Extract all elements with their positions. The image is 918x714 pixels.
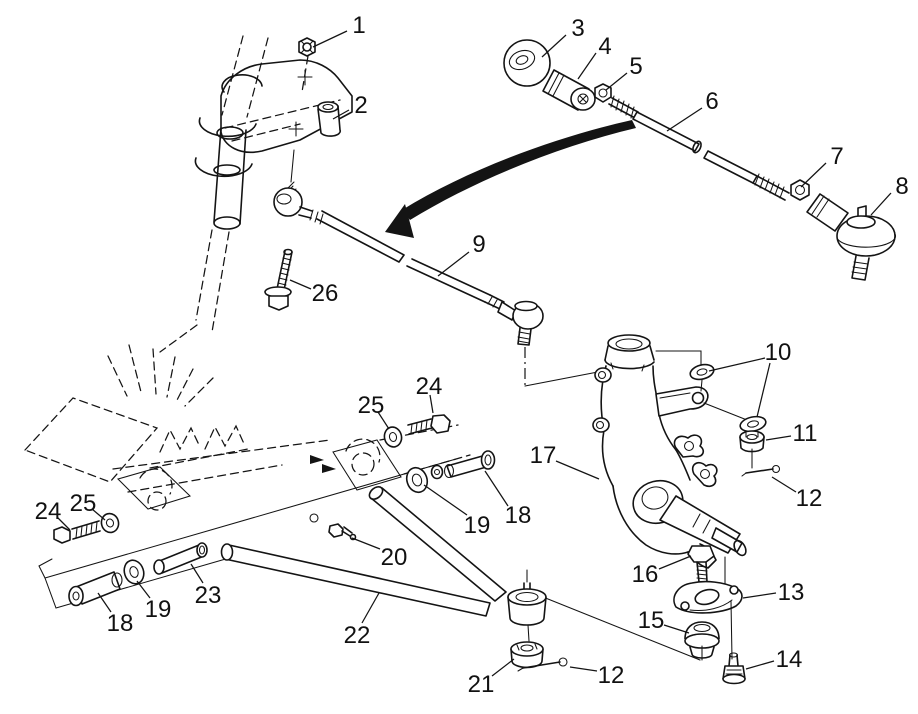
callout-label-18-23: 18 (107, 610, 134, 637)
callout-label-11-11: 11 (793, 420, 818, 447)
flange-nut-1 (298, 37, 316, 57)
leader-line-20 (351, 537, 381, 550)
callout-label-7-6: 7 (830, 143, 843, 170)
callout-label-3-2: 3 (571, 15, 584, 42)
leader-line-25 (91, 508, 106, 521)
leader-line-8 (870, 192, 892, 216)
leader-line-5 (605, 72, 628, 91)
leader-line-26 (289, 279, 312, 290)
bushing-2 (317, 101, 342, 137)
callout-label-23-21: 23 (195, 582, 222, 609)
callout-label-1-0: 1 (352, 12, 365, 39)
ball-joint-apex-21 (507, 569, 568, 672)
grease-fitting-20 (309, 513, 357, 541)
leader-line-19 (423, 484, 468, 516)
leader-line-22 (361, 592, 380, 624)
leader-line-21 (491, 658, 515, 677)
callouts: 1234567892610111217161315141221222319182… (35, 12, 909, 698)
leader-line-13 (742, 592, 777, 599)
callout-label-18-28: 18 (505, 502, 532, 529)
steering-knuckle-17 (592, 334, 747, 569)
steering-post (159, 35, 269, 353)
callout-label-24-24: 24 (35, 498, 62, 525)
leader-line-10 (756, 362, 771, 418)
leader-line-12 (771, 476, 797, 493)
callout-label-20-30: 20 (381, 544, 408, 571)
callout-label-21-19: 21 (468, 671, 495, 698)
bolt-26 (264, 248, 293, 311)
callout-label-10-10: 10 (765, 339, 792, 366)
leader-line-16 (658, 555, 692, 570)
leader-line-7 (800, 162, 827, 188)
callout-label-19-22: 19 (145, 596, 172, 623)
callout-label-13-15: 13 (778, 579, 805, 606)
leader-line-11 (765, 435, 792, 441)
lower-hardware-13-14-15-16 (532, 545, 746, 685)
leader-line-19 (136, 580, 151, 599)
callout-label-24-26: 24 (416, 373, 443, 400)
leader-line-3 (541, 34, 567, 58)
callout-label-19-29: 19 (464, 512, 491, 539)
leader-line-24 (56, 516, 71, 531)
direction-arrow (385, 120, 636, 238)
leader-line-24 (429, 394, 434, 414)
callout-label-25-25: 25 (70, 490, 97, 517)
leader-line-1 (312, 30, 348, 48)
leader-line-18 (484, 470, 509, 507)
callout-label-17-13: 17 (530, 442, 557, 469)
washers-10-nut-11-pin-12 (655, 350, 781, 477)
pivot-hardware-left (53, 466, 208, 607)
leader-line-14 (745, 660, 775, 670)
callout-label-2-1: 2 (354, 92, 367, 119)
a-arm (38, 458, 507, 617)
leader-line-18 (97, 592, 112, 613)
leader-line-23 (190, 563, 204, 584)
frame-sketch (23, 344, 471, 493)
callout-label-8-7: 8 (895, 173, 908, 200)
tie-rod-9 (273, 181, 604, 387)
callout-label-22-20: 22 (344, 622, 371, 649)
callout-label-5-4: 5 (629, 53, 642, 80)
leader-line-9 (437, 251, 470, 277)
callout-label-6-5: 6 (705, 88, 718, 115)
leader-line-12 (569, 666, 598, 672)
callout-label-16-14: 16 (632, 561, 659, 588)
tie-rod-assembly-upper (503, 39, 896, 281)
callout-label-9-8: 9 (472, 231, 485, 258)
callout-label-14-17: 14 (776, 646, 803, 673)
leader-line-4 (577, 52, 597, 80)
callout-label-15-16: 15 (638, 607, 665, 634)
leader-line-15 (663, 624, 690, 634)
callout-label-12-12: 12 (796, 485, 823, 512)
callout-label-26-9: 26 (312, 280, 339, 307)
leader-line-6 (666, 107, 703, 132)
pivot-hardware-right (310, 414, 496, 494)
callout-label-4-3: 4 (598, 33, 611, 60)
callout-label-25-27: 25 (358, 392, 385, 419)
leader-line-10 (708, 357, 766, 372)
leader-line-2 (332, 109, 350, 120)
leader-line-25 (377, 411, 390, 430)
leader-line-17 (555, 460, 600, 480)
callout-label-12-18: 12 (598, 662, 625, 689)
